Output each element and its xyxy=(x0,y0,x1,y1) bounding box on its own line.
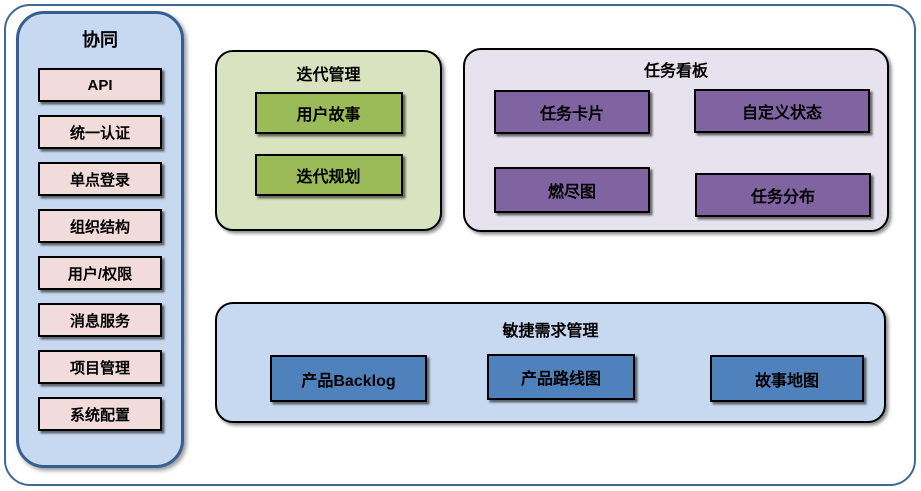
agile-requirements-group: 敏捷需求管理 产品Backlog 产品路线图 故事地图 xyxy=(215,302,886,423)
sidebar-item-sso: 单点登录 xyxy=(38,162,162,196)
sidebar-item-user-permissions: 用户/权限 xyxy=(38,256,162,290)
task-kanban-title: 任务看板 xyxy=(643,63,708,80)
node-task-distribution: 任务分布 xyxy=(695,173,871,217)
collaboration-item-list: API 统一认证 单点登录 组织结构 用户/权限 消息服务 项目管理 系统配置 xyxy=(38,68,162,431)
sidebar-item-org-structure: 组织结构 xyxy=(38,209,162,243)
task-kanban-group: 任务看板 任务卡片 自定义状态 燃尽图 任务分布 xyxy=(463,48,889,232)
iteration-management-group: 迭代管理 用户故事 迭代规划 xyxy=(215,50,442,231)
node-burndown-chart: 燃尽图 xyxy=(494,167,650,213)
node-task-card: 任务卡片 xyxy=(494,90,650,134)
sidebar-item-unified-auth: 统一认证 xyxy=(38,115,162,149)
node-product-backlog: 产品Backlog xyxy=(270,355,427,402)
sidebar-item-project-management: 项目管理 xyxy=(38,350,162,384)
sidebar-item-message-service: 消息服务 xyxy=(38,303,162,337)
iteration-management-title: 迭代管理 xyxy=(296,67,361,84)
node-story-map: 故事地图 xyxy=(710,355,864,402)
agile-requirements-title: 敏捷需求管理 xyxy=(502,323,599,340)
collaboration-panel: 协同 API 统一认证 单点登录 组织结构 用户/权限 消息服务 项目管理 系统… xyxy=(16,11,184,468)
collaboration-panel-title: 协同 xyxy=(82,30,118,50)
node-product-roadmap: 产品路线图 xyxy=(487,354,635,400)
sidebar-item-api: API xyxy=(38,68,162,102)
node-custom-status: 自定义状态 xyxy=(694,89,870,133)
sidebar-item-system-config: 系统配置 xyxy=(38,397,162,431)
node-iteration-planning: 迭代规划 xyxy=(254,154,403,196)
node-user-story: 用户故事 xyxy=(254,92,403,134)
